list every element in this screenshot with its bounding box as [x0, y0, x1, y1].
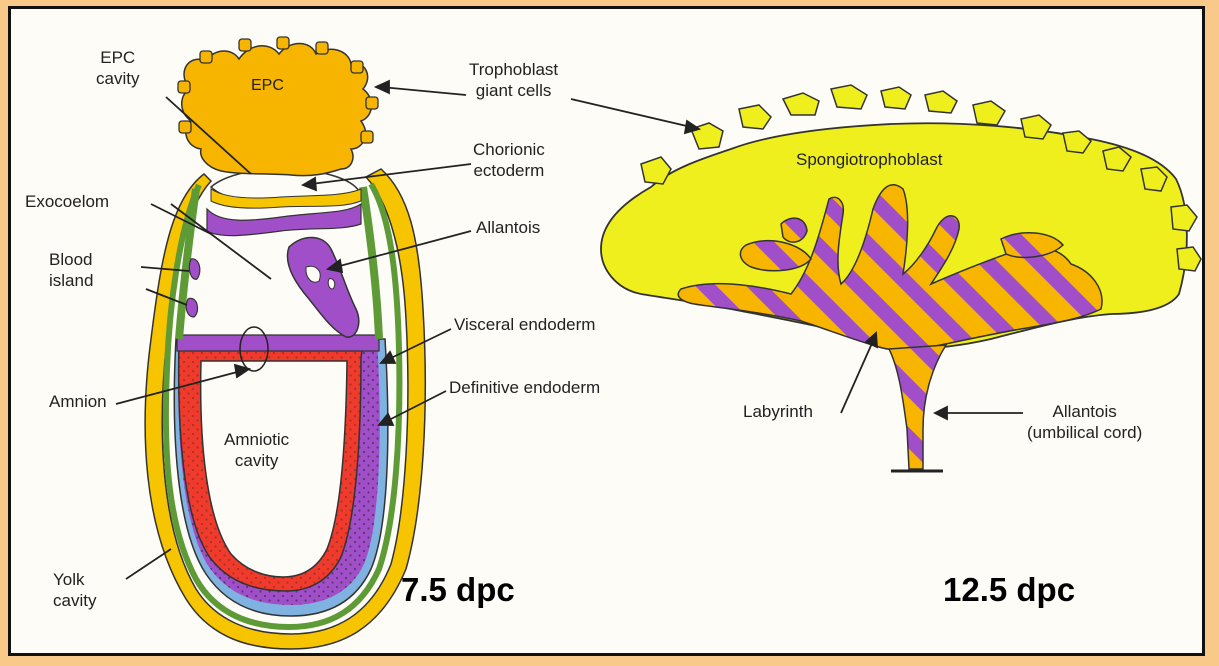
- label-trophoblast-giant-cells: Trophoblast giant cells: [469, 59, 558, 101]
- allantois-left: [287, 237, 358, 337]
- label-amnion: Amnion: [49, 391, 107, 412]
- diagram-canvas: [11, 9, 1205, 656]
- stage-label-left: 7.5 dpc: [401, 571, 515, 609]
- allantois-left-lumen-2: [328, 279, 334, 289]
- label-exocoelom: Exocoelom: [25, 191, 109, 212]
- label-spongiotrophoblast: Spongiotrophoblast: [796, 149, 943, 170]
- label-allantois-left: Allantois: [476, 217, 540, 238]
- label-chorionic-ectoderm: Chorionic ectoderm: [473, 139, 545, 181]
- label-visceral-endoderm: Visceral endoderm: [454, 314, 595, 335]
- label-epc: EPC: [251, 75, 284, 96]
- blood-island-upper: [189, 259, 199, 279]
- blood-island-lower: [186, 298, 197, 317]
- embryo-7-5-dpc: [145, 37, 425, 649]
- label-definitive-endoderm: Definitive endoderm: [449, 377, 600, 398]
- label-labyrinth: Labyrinth: [743, 401, 813, 422]
- chorion-line: [207, 204, 361, 236]
- labyrinth-branch-mid: [781, 218, 807, 242]
- diagram-frame: EPC cavity EPC Trophoblast giant cells C…: [8, 6, 1205, 656]
- umbilical-cord: [889, 345, 946, 469]
- label-epc-cavity: EPC cavity: [96, 47, 139, 89]
- label-yolk-cavity: Yolk cavity: [53, 569, 96, 611]
- label-blood-island: Blood island: [49, 249, 93, 291]
- stage-label-right: 12.5 dpc: [943, 571, 1075, 609]
- right-wall: [363, 187, 379, 339]
- label-amniotic-cavity: Amniotic cavity: [224, 429, 289, 471]
- label-allantois-right: Allantois (umbilical cord): [1027, 401, 1142, 443]
